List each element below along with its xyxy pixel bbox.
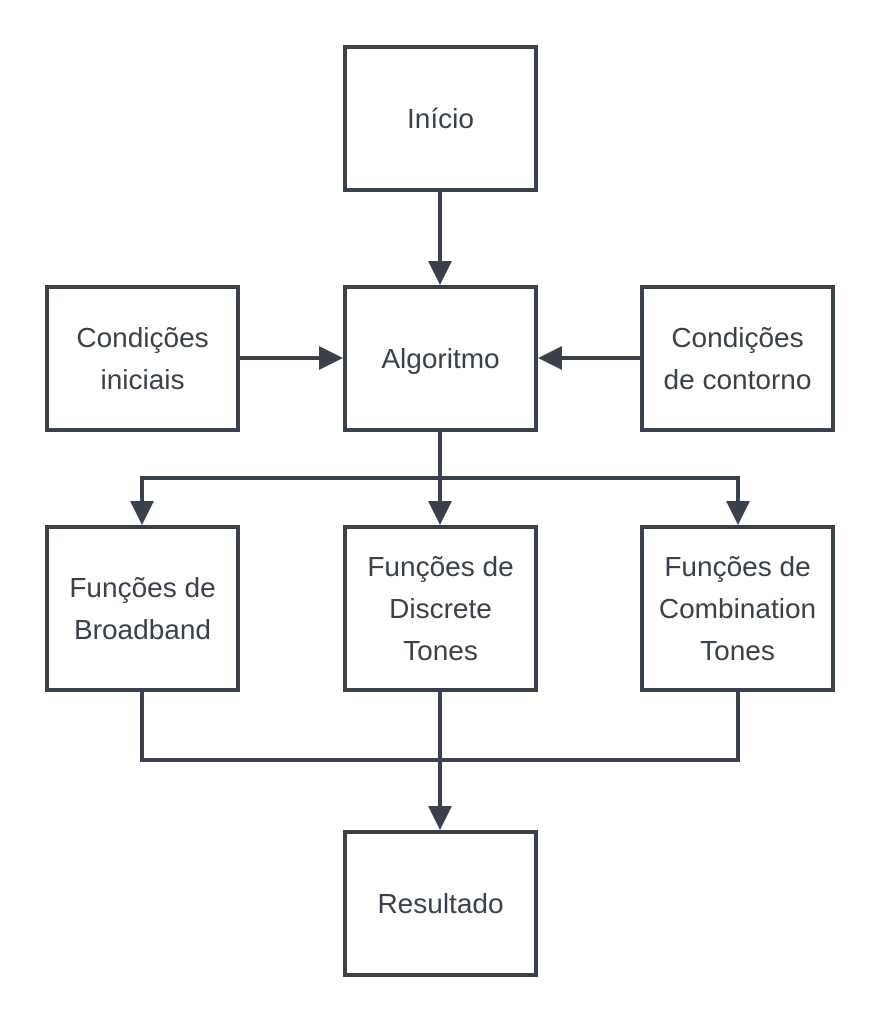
- node-resultado-label: Resultado: [377, 887, 504, 919]
- node-funcoes-discrete: Funções de Discrete Tones: [343, 525, 538, 692]
- connector-combination-merge: [440, 692, 740, 762]
- node-funcoes-combination: Funções de Combination Tones: [640, 525, 835, 692]
- node-condicoes-contorno: Condições de contorno: [640, 285, 835, 432]
- connector-broadband-merge: [140, 692, 440, 762]
- node-resultado: Resultado: [343, 830, 538, 977]
- node-condicoes-contorno-label: Condições de contorno: [663, 321, 812, 395]
- node-funcoes-broadband: Funções de Broadband: [45, 525, 240, 692]
- node-condicoes-iniciais-label: Condições iniciais: [76, 321, 209, 395]
- node-inicio: Início: [343, 45, 538, 192]
- node-funcoes-discrete-label: Funções de Discrete Tones: [367, 550, 514, 666]
- node-algoritmo-label: Algoritmo: [381, 342, 500, 374]
- node-inicio-label: Início: [407, 102, 474, 134]
- node-funcoes-broadband-label: Funções de Broadband: [69, 571, 216, 645]
- node-funcoes-combination-label: Funções de Combination Tones: [658, 550, 817, 666]
- node-condicoes-iniciais: Condições iniciais: [45, 285, 240, 432]
- node-algoritmo: Algoritmo: [343, 285, 538, 432]
